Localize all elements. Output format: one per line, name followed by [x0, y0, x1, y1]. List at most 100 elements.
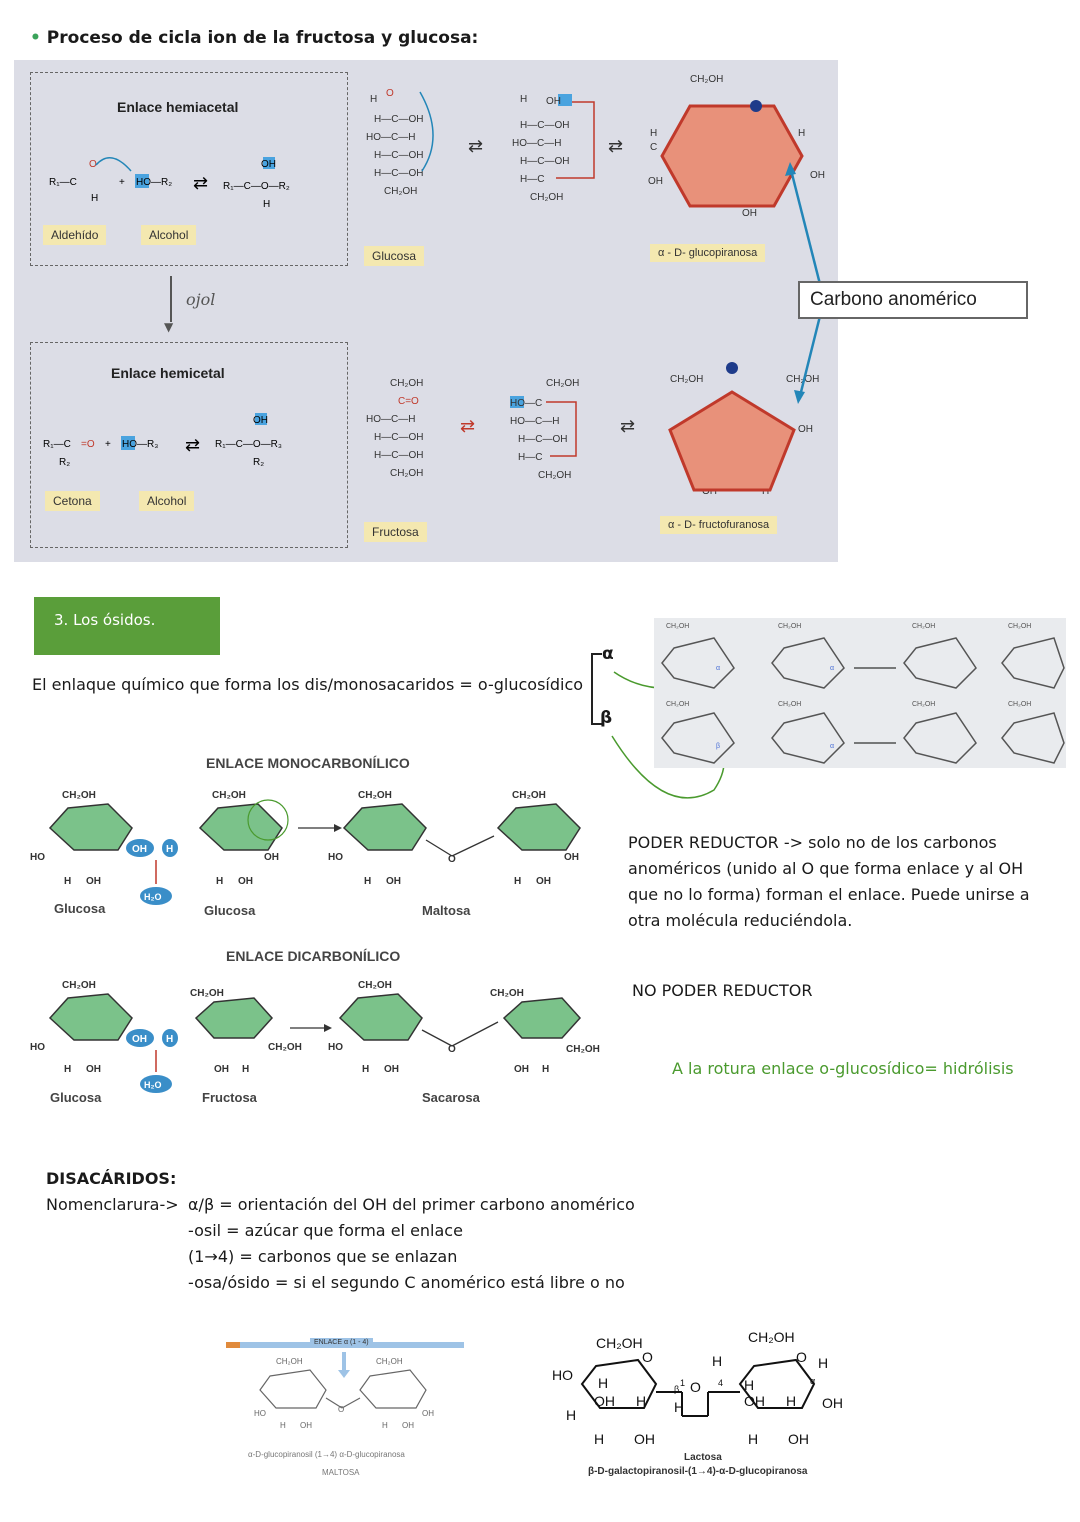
svg-text:CH₂OH: CH₂OH — [490, 988, 524, 999]
nomenclatura-line-4: -osa/ósido = si el segundo C anomérico e… — [188, 1273, 625, 1292]
svg-text:CH₂OH: CH₂OH — [268, 1042, 302, 1053]
svg-text:H: H — [280, 1421, 286, 1430]
fructosa-tag: Fructosa — [364, 522, 427, 542]
svg-text:H—C: H—C — [518, 452, 542, 463]
svg-text:CH₂OH: CH₂OH — [670, 374, 703, 385]
svg-text:CH₂OH: CH₂OH — [912, 623, 935, 630]
section3-header: 3. Los ósidos. — [34, 597, 220, 655]
svg-text:CH₂OH: CH₂OH — [212, 790, 246, 801]
svg-text:CH₂OH: CH₂OH — [376, 1357, 403, 1366]
hemicetal-title: Enlace hemicetal — [111, 365, 225, 381]
svg-text:OH: OH — [261, 159, 276, 170]
alpha-label: α — [602, 644, 614, 664]
svg-text:H: H — [598, 1375, 608, 1391]
maltosa-bar-accent — [226, 1342, 240, 1348]
svg-text:H: H — [362, 1064, 369, 1075]
svg-text:H—C—OH: H—C—OH — [374, 432, 423, 443]
nomenclatura-line-3: (1→4) = carbonos que se enlazan — [188, 1247, 458, 1266]
hemiacetal-box: Enlace hemiacetal R₁—C O H + HO—R₂ ⇄ OH … — [30, 72, 348, 266]
svg-text:CH₂OH: CH₂OH — [390, 378, 423, 389]
svg-text:CH₂OH: CH₂OH — [786, 374, 819, 385]
svg-text:CH₂OH: CH₂OH — [1008, 701, 1031, 708]
mono-title: ENLACE MONOCARBONÍLICO — [206, 755, 410, 771]
svg-text:H₂O: H₂O — [144, 892, 162, 902]
svg-text:CH₂OH: CH₂OH — [384, 186, 417, 197]
svg-text:H: H — [216, 876, 223, 887]
lactosa-name: Lactosa — [684, 1452, 722, 1463]
svg-text:O: O — [796, 1349, 807, 1365]
svg-text:CH₂OH: CH₂OH — [778, 701, 801, 708]
carbono-anomerico-label: Carbono anomérico — [810, 289, 977, 310]
hemiacetal-title: Enlace hemiacetal — [117, 99, 239, 115]
svg-text:R₁—C: R₁—C — [43, 439, 71, 450]
svg-text:HO: HO — [328, 1042, 343, 1053]
svg-text:α: α — [830, 743, 834, 750]
svg-text:CH₂OH: CH₂OH — [276, 1357, 303, 1366]
svg-text:H: H — [818, 1355, 828, 1371]
svg-text:R₁—C: R₁—C — [49, 177, 77, 188]
svg-text:O: O — [690, 1379, 701, 1395]
alcohol2-tag: Alcohol — [139, 491, 195, 511]
cyclization-figure: Enlace hemiacetal R₁—C O H + HO—R₂ ⇄ OH … — [14, 60, 838, 562]
svg-text:⇄: ⇄ — [185, 435, 200, 455]
rotura-note: A la rotura enlace o-glucosídico= hidról… — [672, 1059, 1014, 1078]
hemiacetal-reaction: R₁—C O H + HO—R₂ ⇄ OH R₁—C—O—R₂ H — [49, 157, 290, 210]
lactosa-caption: β-D-galactopiranosil-(1→4)-α-D-glucopira… — [588, 1466, 808, 1477]
svg-text:R₂: R₂ — [253, 457, 264, 468]
alfa-glucopiranosa-tag: α - D- glucopiranosa — [650, 244, 766, 262]
svg-text:H: H — [166, 1034, 173, 1045]
svg-text:O: O — [89, 159, 97, 170]
svg-text:OH: OH — [536, 876, 551, 887]
svg-text:+: + — [105, 439, 111, 450]
svg-text:CH₂OH: CH₂OH — [358, 980, 392, 991]
svg-text:CH₂OH: CH₂OH — [666, 623, 689, 630]
svg-text:H: H — [712, 1353, 722, 1369]
svg-text:C: C — [650, 142, 657, 153]
svg-text:⇄: ⇄ — [468, 136, 483, 156]
svg-text:CH₂OH: CH₂OH — [778, 623, 801, 630]
svg-text:H: H — [364, 876, 371, 887]
definition-text: El enlaque químico que forma los dis/mon… — [32, 675, 584, 694]
svg-text:HO—C: HO—C — [510, 398, 542, 409]
svg-text:H: H — [91, 193, 98, 204]
svg-text:HO—C—H: HO—C—H — [512, 138, 561, 149]
svg-text:HO: HO — [30, 852, 45, 863]
svg-text:H: H — [786, 1393, 796, 1409]
svg-text:CH₂OH: CH₂OH — [62, 980, 96, 991]
svg-text:H₂O: H₂O — [144, 1080, 162, 1090]
svg-text:CH₂OH: CH₂OH — [566, 1044, 600, 1055]
svg-text:OH: OH — [386, 876, 401, 887]
no-poder-reductor-note: NO PODER REDUCTOR — [632, 981, 813, 1000]
cetona-tag: Cetona — [45, 491, 100, 511]
svg-text:OH: OH — [253, 415, 268, 426]
svg-text:CH₂OH: CH₂OH — [512, 790, 546, 801]
svg-text:β: β — [674, 1384, 679, 1394]
svg-text:H: H — [166, 844, 173, 855]
beta-label: β — [600, 708, 613, 728]
svg-text:H—C—OH: H—C—OH — [520, 120, 569, 131]
svg-text:OH: OH — [86, 876, 101, 887]
svg-text:CH₂OH: CH₂OH — [390, 468, 423, 479]
section1-title: • Proceso de cicla ion de la fructosa y … — [30, 28, 479, 48]
svg-text:H—C—OH: H—C—OH — [518, 434, 567, 445]
svg-text:CH₂OH: CH₂OH — [358, 790, 392, 801]
hemicetal-reaction: R₁—C =O R₂ + HO—R₃ ⇄ OH R₁—C—O—R₃ R₂ — [43, 413, 282, 468]
svg-text:H—C—OH: H—C—OH — [374, 450, 423, 461]
svg-text:CH₂OH: CH₂OH — [190, 988, 224, 999]
svg-text:CH₂OH: CH₂OH — [596, 1335, 643, 1351]
svg-text:OH: OH — [788, 1431, 809, 1447]
svg-text:H: H — [64, 876, 71, 887]
svg-text:H: H — [594, 1431, 604, 1447]
svg-text:HO: HO — [30, 1042, 45, 1053]
svg-text:HO—C—H: HO—C—H — [366, 414, 415, 425]
svg-text:⇄: ⇄ — [460, 416, 475, 436]
handwritten-note: ojol — [186, 290, 216, 309]
glucosa-tag: Glucosa — [364, 246, 425, 266]
svg-text:R₂: R₂ — [59, 457, 70, 468]
maltosa-bar-label: ENLACE α (1 - 4) — [310, 1338, 373, 1347]
svg-text:⇄: ⇄ — [608, 136, 623, 156]
